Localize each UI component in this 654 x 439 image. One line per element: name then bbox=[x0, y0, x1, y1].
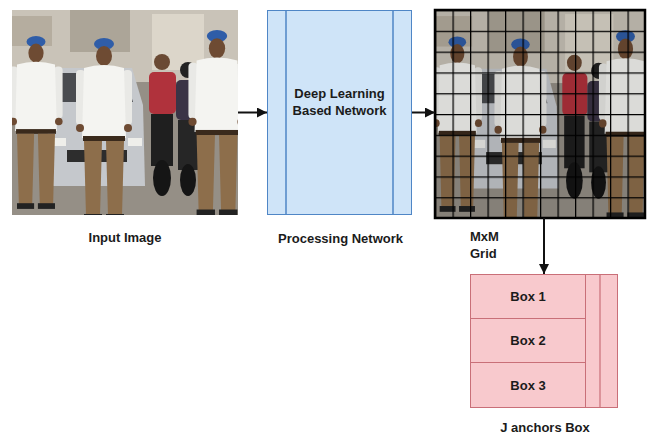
input-image: Input Image bbox=[12, 10, 238, 215]
image-caption: Input Image bbox=[12, 229, 238, 246]
input-photo bbox=[9, 10, 245, 220]
anchor-box: Box 3 bbox=[471, 363, 586, 407]
processing-network-box: Deep Learning Based NetworkProcessing Ne… bbox=[267, 10, 412, 215]
grid-caption: MxM Grid bbox=[470, 228, 514, 262]
network-caption: Processing Network bbox=[258, 230, 423, 247]
network-fill bbox=[267, 10, 412, 215]
anchor-fill bbox=[470, 274, 618, 408]
photo-shade bbox=[435, 10, 645, 218]
network-label: Deep Learning Based Network bbox=[289, 85, 390, 119]
grid-image: MxM Grid bbox=[435, 10, 645, 218]
anchor-box-group: Box 1Box 2Box 3J anchors Box bbox=[470, 274, 618, 408]
flow-arrow bbox=[412, 112, 435, 114]
anchor-strip bbox=[599, 274, 600, 408]
network-divider bbox=[392, 10, 394, 215]
anchor-box: Box 1 bbox=[471, 275, 586, 319]
anchor-label: Box 2 bbox=[471, 332, 585, 349]
anchor-label: Box 3 bbox=[471, 377, 585, 394]
network-divider bbox=[285, 10, 287, 215]
flow-arrow bbox=[543, 218, 545, 274]
anchor-caption: J anchors Box bbox=[451, 419, 639, 436]
anchor-box: Box 2 bbox=[471, 319, 586, 363]
grid-lines bbox=[435, 10, 645, 218]
grid-photo bbox=[433, 10, 652, 223]
anchor-label: Box 1 bbox=[471, 288, 585, 305]
flow-arrow bbox=[238, 112, 267, 114]
grid-border bbox=[435, 10, 645, 218]
